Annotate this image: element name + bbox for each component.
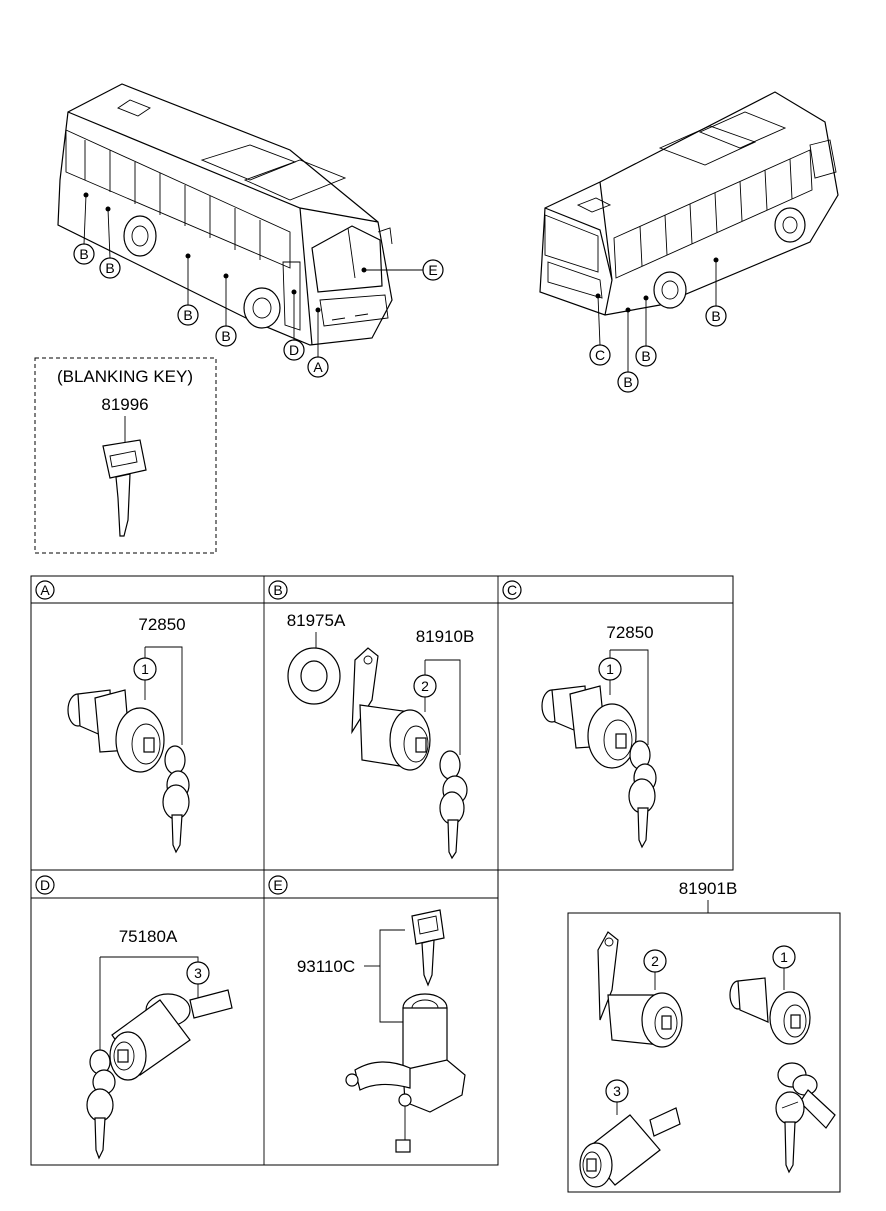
marker-circle xyxy=(617,371,639,393)
panel-d-callout: 3 xyxy=(194,965,202,981)
marker-label: B xyxy=(623,374,632,390)
marker-circle xyxy=(283,339,305,361)
panel-a: 72850 1 xyxy=(67,615,190,854)
panel-e: 93110C xyxy=(297,909,466,1153)
marker-label: D xyxy=(289,342,299,358)
marker-label: B xyxy=(221,328,230,344)
marker-circle xyxy=(73,243,95,265)
key-icon xyxy=(447,819,459,860)
marker-label: B xyxy=(641,348,650,364)
front-bus-illustration xyxy=(57,83,393,346)
panel-d-part: 75180A xyxy=(119,927,178,946)
front-bus-markers: B B B B D A E xyxy=(73,192,444,378)
key-icon xyxy=(102,439,147,479)
marker-label: B xyxy=(105,260,114,276)
kit-part: 81901B xyxy=(679,879,738,898)
marker-circle xyxy=(422,259,444,281)
key-icon xyxy=(94,1117,106,1160)
panel-headers: A B C D E xyxy=(35,580,522,895)
panel-c-callout: 1 xyxy=(606,661,614,677)
panel-a-letter: A xyxy=(40,582,50,598)
panel-c: 72850 1 xyxy=(541,623,657,849)
lock-bracket-icon xyxy=(597,931,619,1021)
marker-circle xyxy=(99,257,121,279)
key-icon xyxy=(637,807,649,849)
kit-callout-1: 1 xyxy=(780,949,788,965)
kit-callout-3: 3 xyxy=(613,1083,621,1099)
panel-c-letter: C xyxy=(507,582,517,598)
marker-label: B xyxy=(711,308,720,324)
panel-grid xyxy=(30,575,734,1166)
panel-b: 81975A 81910B 2 xyxy=(287,611,475,860)
panel-c-part: 72850 xyxy=(606,623,653,642)
marker-circle xyxy=(589,344,611,366)
panel-b-part-lock: 81910B xyxy=(416,627,475,646)
marker-label: A xyxy=(313,359,323,375)
rear-bus-markers: C B B B xyxy=(589,257,727,393)
marker-circle xyxy=(635,345,657,367)
blanking-key-title: (BLANKING KEY) xyxy=(57,367,193,386)
marker-circle xyxy=(307,356,329,378)
panel-d-letter: D xyxy=(40,877,50,893)
key-icon xyxy=(171,814,183,854)
panel-e-part: 93110C xyxy=(297,957,355,976)
lock-cylinder-icon xyxy=(737,977,769,1023)
rear-bus-illustration xyxy=(539,91,839,316)
panel-b-callout: 2 xyxy=(421,678,429,694)
marker-circle xyxy=(177,304,199,326)
marker-label: C xyxy=(595,347,605,363)
kit-panel: 81901B 2 1 3 xyxy=(567,879,841,1193)
panel-a-callout: 1 xyxy=(141,661,149,677)
blanking-key-box: (BLANKING KEY) 81996 xyxy=(34,357,217,554)
blanking-key-part: 81996 xyxy=(101,395,148,414)
key-icon xyxy=(411,909,445,945)
panel-b-letter: B xyxy=(273,582,282,598)
key-icon xyxy=(784,1121,796,1174)
marker-label: B xyxy=(183,307,192,323)
panel-a-part: 72850 xyxy=(138,615,185,634)
panel-d: 75180A 3 xyxy=(86,927,233,1160)
marker-circle xyxy=(705,305,727,327)
marker-label: B xyxy=(79,246,88,262)
marker-label: E xyxy=(428,262,437,278)
panel-e-letter: E xyxy=(273,877,282,893)
kit-callout-2: 2 xyxy=(651,953,659,969)
lock-bracket-icon xyxy=(351,647,379,735)
panel-b-part-washer: 81975A xyxy=(287,611,346,630)
marker-circle xyxy=(215,325,237,347)
